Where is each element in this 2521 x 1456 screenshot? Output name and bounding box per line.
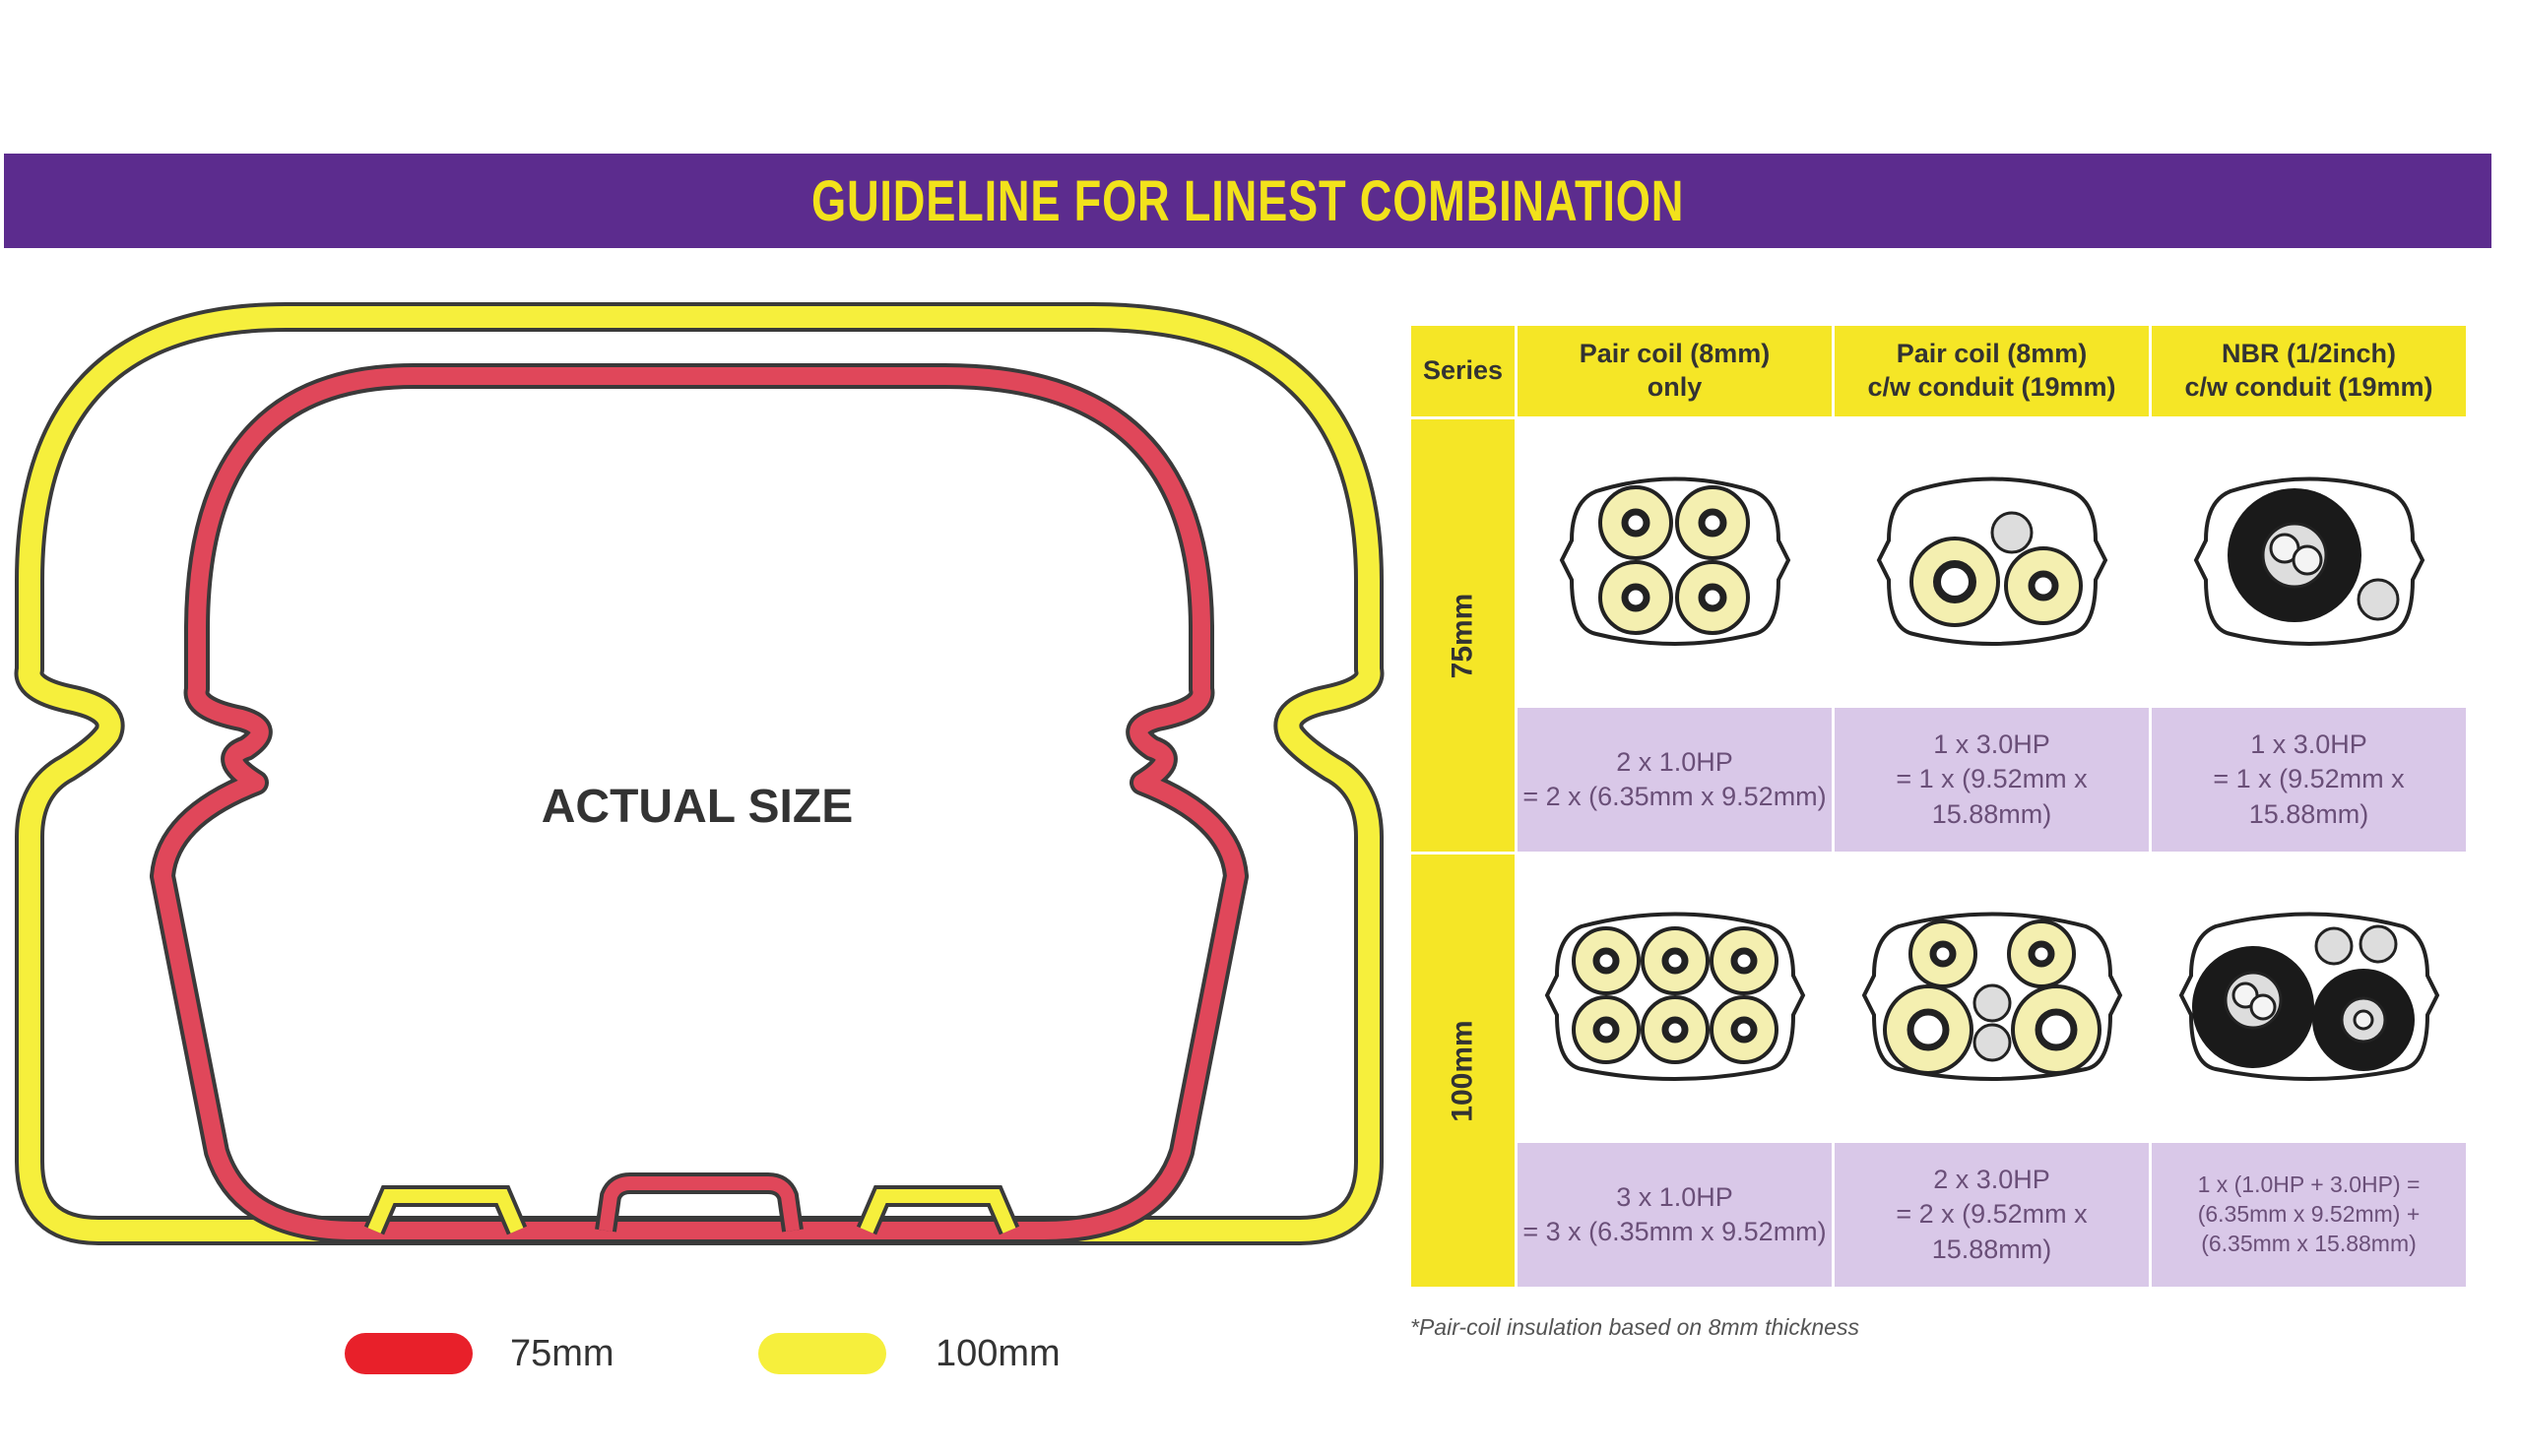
series-cell-100mm: 100mm bbox=[1408, 852, 1518, 1290]
cell-100mm-nbr-conduit: 1 x (1.0HP + 3.0HP) =(6.35mm x 9.52mm) +… bbox=[2149, 1140, 2469, 1290]
actual-size-label: ACTUAL SIZE bbox=[542, 781, 853, 833]
four-pair-coil-icon bbox=[1515, 416, 1835, 708]
legend-swatch-75mm bbox=[345, 1333, 473, 1374]
cell-75mm-pair-coil-only: 2 x 1.0HP= 2 x (6.35mm x 9.52mm) bbox=[1515, 705, 1835, 855]
two-nbr-conduit-icon bbox=[2149, 852, 2469, 1143]
cell-100mm-pair-coil-conduit: 2 x 3.0HP= 2 x (9.52mm x 15.88mm) bbox=[1832, 1140, 2152, 1290]
cell-75mm-pair-coil-conduit: 1 x 3.0HP= 1 x (9.52mm x 15.88mm) bbox=[1832, 705, 2152, 855]
page-title: GUIDELINE FOR LINEST COMBINATION bbox=[810, 168, 1685, 233]
legend-label-100mm: 100mm bbox=[936, 1332, 1061, 1374]
table-row: 3 x 1.0HP= 3 x (6.35mm x 9.52mm) 2 x 3.0… bbox=[1410, 1140, 2469, 1290]
cell-100mm-pair-coil-only: 3 x 1.0HP= 3 x (6.35mm x 9.52mm) bbox=[1515, 1140, 1835, 1290]
legend-label-75mm: 75mm bbox=[510, 1332, 614, 1374]
nbr-conduit-icon bbox=[2149, 416, 2469, 708]
header-pair-coil-only: Pair coil (8mm)only bbox=[1515, 323, 1835, 419]
legend-swatch-100mm bbox=[758, 1333, 886, 1374]
header-series: Series bbox=[1408, 323, 1518, 419]
legend-item-100mm: 100mm bbox=[758, 1329, 1061, 1378]
series-cell-75mm: 75mm bbox=[1408, 416, 1518, 855]
header-nbr-conduit: NBR (1/2inch)c/w conduit (19mm) bbox=[2149, 323, 2469, 419]
combination-table: Series Pair coil (8mm)only Pair coil (8m… bbox=[1408, 323, 2469, 1290]
two-pair-coil-conduit-icon bbox=[1832, 416, 2152, 708]
table-row: 100mm bbox=[1408, 852, 2469, 1290]
six-pair-coil-icon bbox=[1515, 852, 1835, 1143]
table-row: 75mm bbox=[1408, 416, 2469, 855]
table-row: 2 x 1.0HP= 2 x (6.35mm x 9.52mm) 1 x 3.0… bbox=[1410, 705, 2469, 855]
footnote: *Pair-coil insulation based on 8mm thick… bbox=[1410, 1314, 1859, 1340]
legend-item-75mm: 75mm bbox=[345, 1329, 614, 1378]
trunking-profile-diagram: ACTUAL SIZE bbox=[14, 302, 1385, 1245]
cell-75mm-nbr-conduit: 1 x 3.0HP= 1 x (9.52mm x 15.88mm) bbox=[2149, 705, 2469, 855]
table-header-row: Series Pair coil (8mm)only Pair coil (8m… bbox=[1408, 323, 2469, 419]
four-pair-coil-conduit-icon bbox=[1832, 852, 2152, 1143]
title-banner: GUIDELINE FOR LINEST COMBINATION bbox=[4, 154, 2491, 248]
header-pair-coil-conduit: Pair coil (8mm)c/w conduit (19mm) bbox=[1832, 323, 2152, 419]
